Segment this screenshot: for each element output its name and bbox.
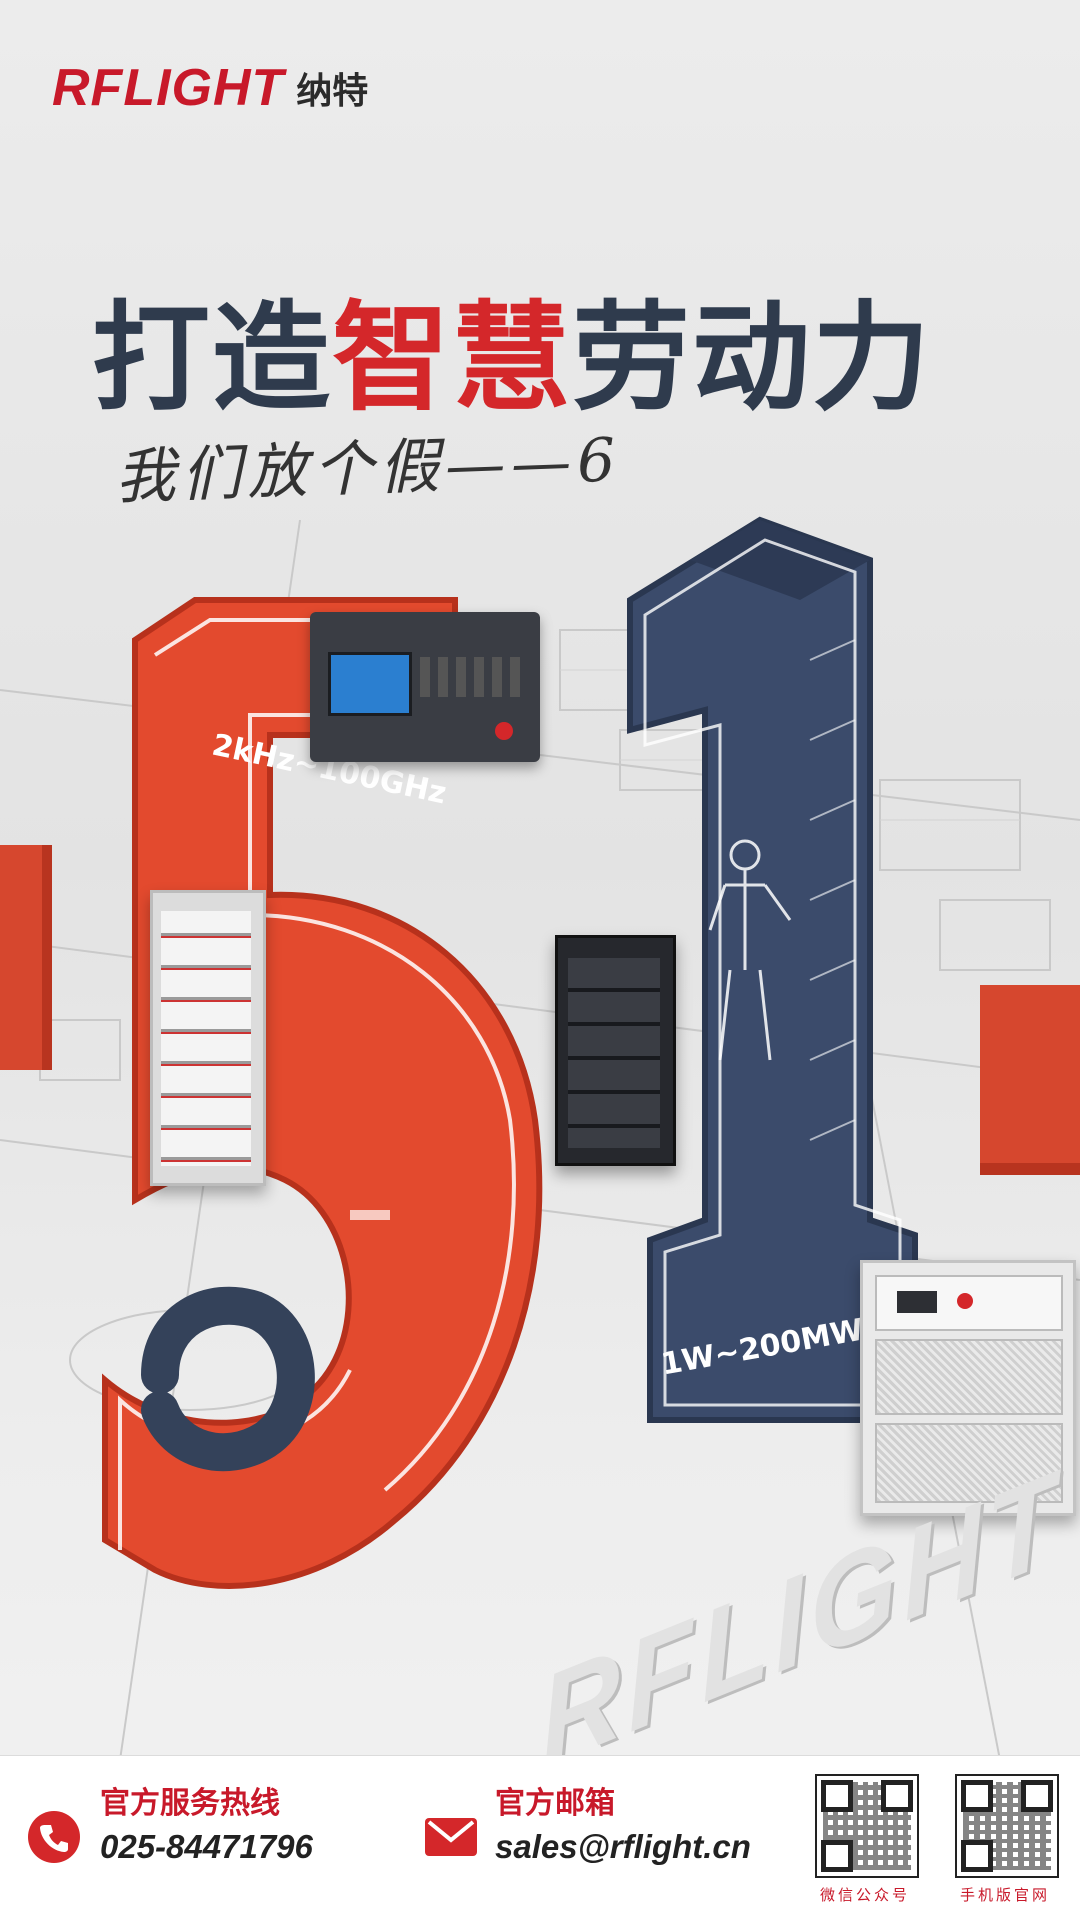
brand-name-cn: 纳特 bbox=[296, 71, 369, 112]
qr-code-mobile-site[interactable] bbox=[955, 1774, 1059, 1878]
rack-cabinet-black bbox=[555, 935, 676, 1166]
headline-part3: 劳动力 bbox=[572, 289, 933, 427]
qr-wechat-caption: 微信公众号 bbox=[819, 1886, 910, 1904]
contact-footer: 官方服务热线 025-84471796 官方邮箱 sales@rflight.c… bbox=[0, 1755, 1080, 1920]
number-five-sculpture bbox=[102, 597, 543, 1589]
brand-name-en: RFLIGHT bbox=[52, 59, 285, 117]
qr-code-wechat[interactable] bbox=[815, 1774, 919, 1878]
mail-icon bbox=[425, 1818, 477, 1856]
email-title: 官方邮箱 bbox=[495, 1786, 615, 1821]
red-block-right bbox=[980, 985, 1080, 1175]
brand-logo: RFLIGHT 纳特 bbox=[52, 58, 368, 118]
qr-mobile-caption: 手机版官网 bbox=[959, 1886, 1050, 1904]
hotline-number[interactable]: 025-84471796 bbox=[100, 1828, 313, 1865]
headline-part2: 智慧 bbox=[332, 289, 573, 427]
hotline-title: 官方服务热线 bbox=[100, 1786, 280, 1821]
phone-icon bbox=[28, 1811, 80, 1863]
amplifier-rack-device bbox=[860, 1260, 1076, 1516]
headline-part1: 打造 bbox=[92, 289, 333, 427]
email-address[interactable]: sales@rflight.cn bbox=[495, 1828, 751, 1865]
red-block-left bbox=[0, 845, 52, 1070]
number-one-sculpture bbox=[627, 516, 918, 1423]
rack-cabinet-white bbox=[150, 890, 266, 1186]
headline: 打造 智慧 劳动力 bbox=[92, 262, 932, 433]
handwritten-subline: 我们放个假——6 bbox=[114, 425, 623, 513]
signal-analyzer-device bbox=[310, 612, 540, 762]
